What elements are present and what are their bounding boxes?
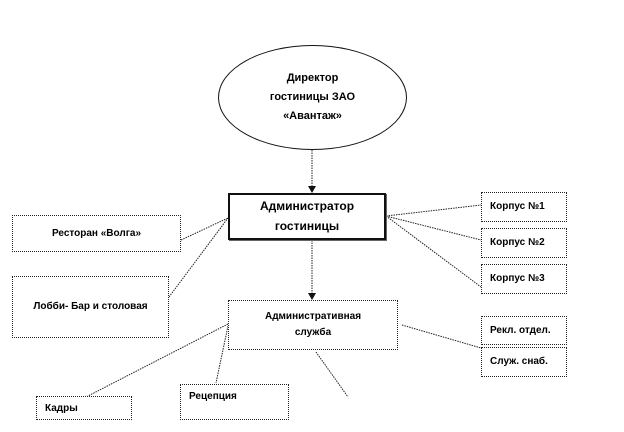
director-line-2: гостиницы ЗАО — [269, 90, 356, 103]
advertising-node: Рекл. отдел. — [481, 316, 567, 345]
building-1-label: Корпус №1 — [490, 201, 545, 212]
advertising-label: Рекл. отдел. — [490, 324, 551, 336]
reception-label: Рецепция — [189, 391, 237, 402]
admin-service-line-1: Административная — [264, 311, 362, 322]
hr-label: Кадры — [45, 403, 78, 414]
restaurant-label: Ресторан «Волга» — [51, 227, 142, 239]
administrator-line-1: Администратор — [259, 199, 355, 214]
director-line-1: Директор — [286, 71, 339, 84]
administrator-line-2: гостиницы — [274, 218, 340, 233]
line-lobby — [168, 217, 229, 298]
director-node: Директор гостиницы ЗАО «Авантаж» — [218, 45, 407, 150]
building-3-node: Корпус №3 — [481, 264, 567, 294]
restaurant-node: Ресторан «Волга» — [12, 215, 181, 252]
lobby-node: Лобби- Бар и столовая — [12, 276, 169, 338]
line-building-1 — [385, 204, 482, 217]
building-2-node: Корпус №2 — [481, 228, 567, 258]
admin-service-line-2: служба — [294, 327, 332, 338]
hr-node: Кадры — [36, 396, 132, 420]
line-reception — [215, 325, 229, 384]
building-2-label: Корпус №2 — [490, 237, 545, 248]
building-1-node: Корпус №1 — [481, 192, 567, 222]
arrowhead-icon — [308, 186, 316, 193]
administrator-node: Администратор гостиницы — [228, 193, 386, 240]
line-advertising — [401, 324, 482, 349]
supply-label: Служ. снаб. — [490, 356, 548, 367]
supply-node: Служ. снаб. — [481, 347, 567, 377]
line-restaurant — [180, 217, 229, 241]
lobby-label: Лобби- Бар и столовая — [33, 301, 148, 312]
arrowhead-icon — [308, 293, 316, 300]
line-extra — [315, 351, 349, 398]
line-hr — [85, 323, 229, 398]
line-building-2 — [385, 215, 482, 241]
director-line-3: «Авантаж» — [283, 110, 342, 123]
building-3-label: Корпус №3 — [490, 273, 545, 284]
line-building-3 — [385, 215, 482, 288]
reception-node: Рецепция — [180, 384, 289, 420]
admin-service-node: Административная служба — [228, 300, 398, 350]
